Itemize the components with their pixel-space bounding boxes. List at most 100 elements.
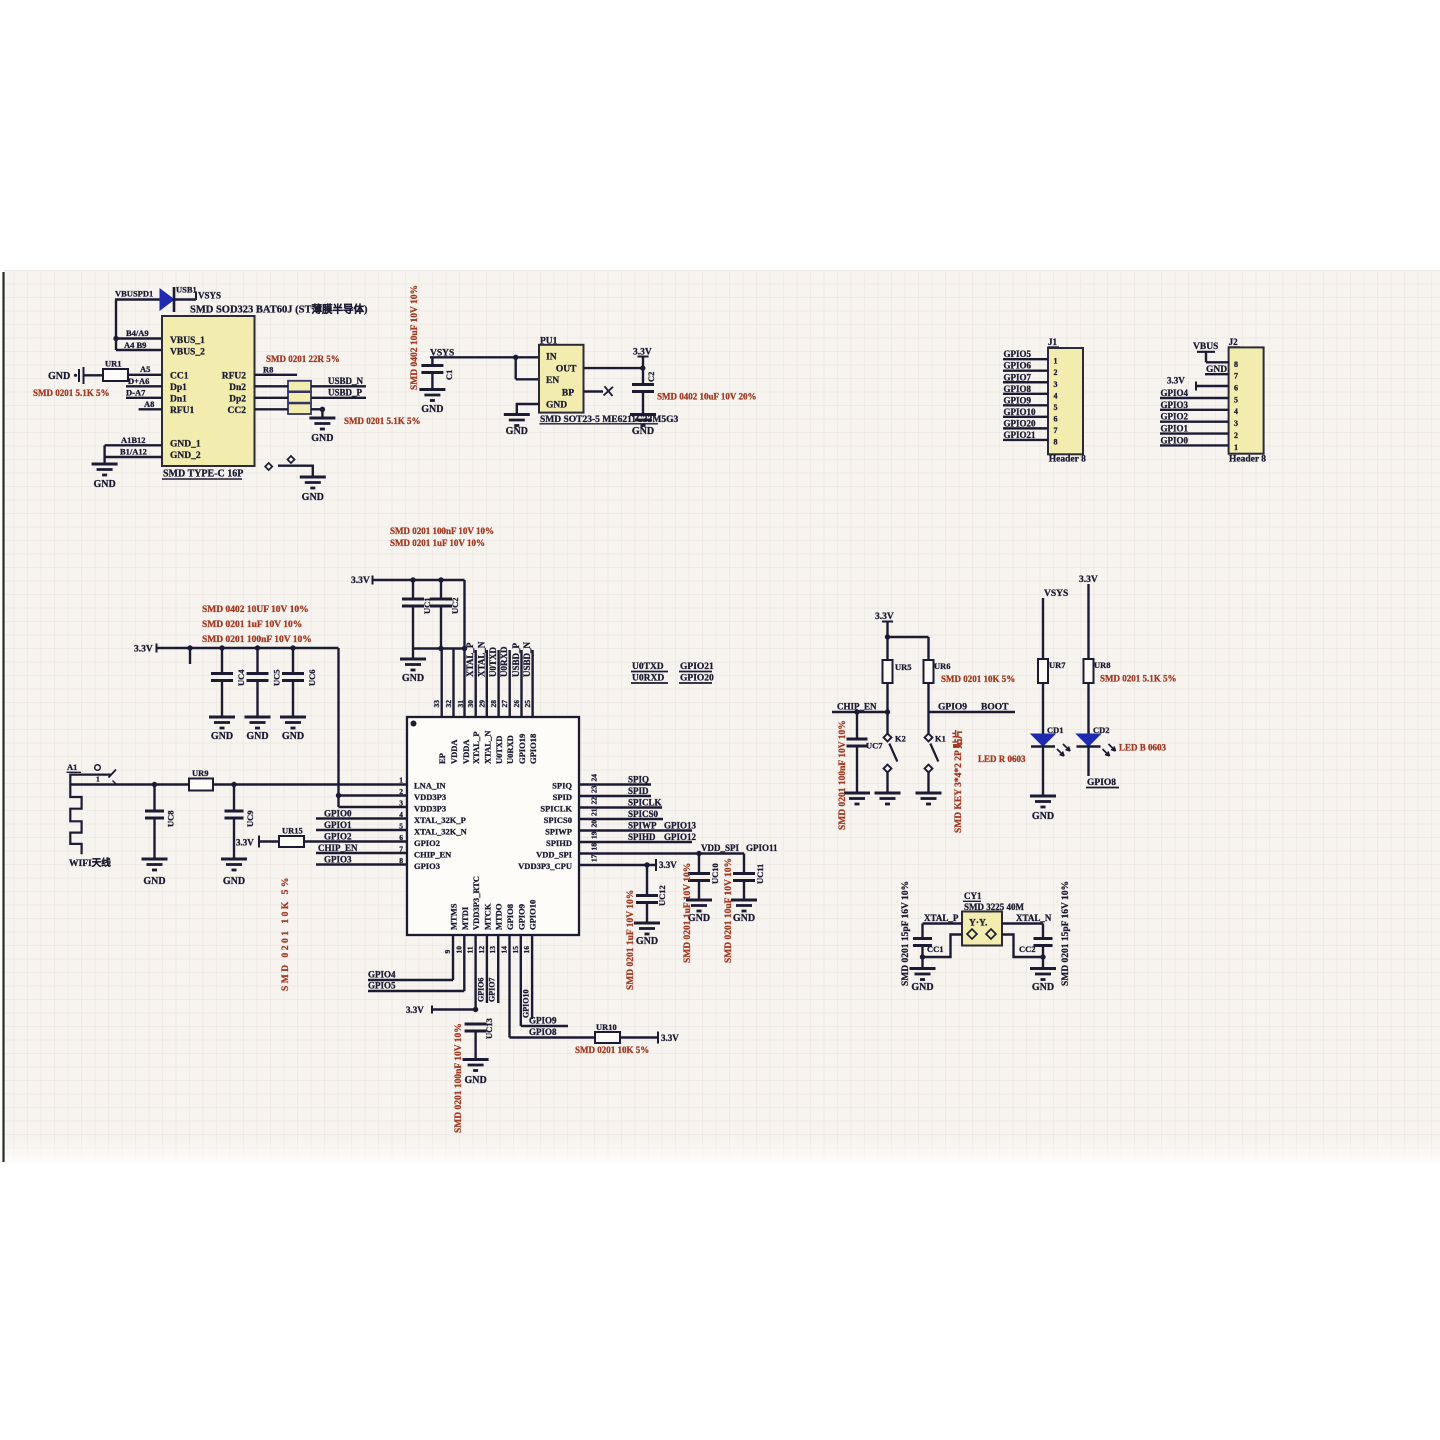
svg-text:SMD 0201 10K 5%: SMD 0201 10K 5% bbox=[281, 875, 291, 991]
svg-text:GND_1: GND_1 bbox=[170, 440, 201, 450]
svg-text:CC1: CC1 bbox=[170, 371, 189, 381]
svg-text:GND: GND bbox=[1206, 365, 1227, 375]
svg-text:GPIO8: GPIO8 bbox=[529, 1027, 557, 1037]
svg-text:15: 15 bbox=[511, 946, 520, 954]
svg-text:VBUS: VBUS bbox=[1193, 342, 1218, 352]
svg-text:GND: GND bbox=[421, 404, 443, 415]
svg-text:VDD3P3: VDD3P3 bbox=[414, 804, 446, 814]
svg-text:XTAL_N: XTAL_N bbox=[476, 641, 486, 677]
svg-text:VDDA: VDDA bbox=[461, 739, 471, 764]
svg-text:UR15: UR15 bbox=[282, 826, 303, 836]
svg-text:SMD 0201 1uF 10V 10%: SMD 0201 1uF 10V 10% bbox=[202, 620, 302, 630]
svg-text:A5: A5 bbox=[140, 364, 150, 374]
svg-text:SMD 0201 1uF 10V 10%: SMD 0201 1uF 10V 10% bbox=[390, 538, 485, 548]
svg-text:UC4: UC4 bbox=[236, 669, 246, 686]
svg-text:UC7: UC7 bbox=[866, 741, 883, 751]
svg-text:3.3V: 3.3V bbox=[875, 612, 894, 622]
svg-text:29: 29 bbox=[477, 700, 486, 708]
svg-text:8: 8 bbox=[1234, 360, 1238, 369]
svg-text:SMD 0201 100nF 10V 10%: SMD 0201 100nF 10V 10% bbox=[838, 720, 848, 830]
svg-text:SMD 0201 5.1K 5%: SMD 0201 5.1K 5% bbox=[344, 416, 421, 426]
svg-text:SMD 3225 40M: SMD 3225 40M bbox=[964, 902, 1024, 912]
svg-text:GPIO2: GPIO2 bbox=[324, 832, 352, 842]
svg-text:GPIO2: GPIO2 bbox=[1161, 412, 1189, 422]
svg-text:SMD 0201 1uF 10V 10%: SMD 0201 1uF 10V 10% bbox=[683, 863, 693, 963]
svg-text:U0RXD: U0RXD bbox=[499, 646, 509, 677]
svg-text:SPIHD: SPIHD bbox=[628, 832, 656, 842]
svg-text:4: 4 bbox=[399, 810, 403, 819]
svg-text:GPIO2: GPIO2 bbox=[414, 838, 440, 848]
svg-text:21: 21 bbox=[590, 808, 599, 816]
svg-text:GPIO10: GPIO10 bbox=[1004, 407, 1037, 417]
svg-text:GPIO11: GPIO11 bbox=[746, 843, 778, 853]
svg-text:Header 8: Header 8 bbox=[1229, 455, 1266, 465]
svg-text:GPIO10: GPIO10 bbox=[528, 900, 538, 930]
svg-text:OUT: OUT bbox=[556, 365, 577, 375]
svg-text:VDD3P3: VDD3P3 bbox=[414, 792, 446, 802]
svg-text:MTDI: MTDI bbox=[460, 906, 470, 930]
svg-text:VBUSPD1: VBUSPD1 bbox=[115, 289, 153, 299]
svg-text:GPIO4: GPIO4 bbox=[1161, 388, 1189, 398]
svg-text:16: 16 bbox=[522, 946, 531, 954]
svg-text:SMD 0201 15pF 16V 10%: SMD 0201 15pF 16V 10% bbox=[1061, 881, 1071, 986]
svg-text:SPIQ: SPIQ bbox=[552, 781, 572, 791]
svg-text:GPIO18: GPIO18 bbox=[528, 734, 538, 764]
svg-text:GND: GND bbox=[402, 673, 424, 684]
svg-text:GND: GND bbox=[1032, 811, 1054, 822]
svg-text:GPIO3: GPIO3 bbox=[324, 855, 352, 865]
svg-text:SPICS0: SPICS0 bbox=[544, 815, 572, 825]
svg-text:GPIO7: GPIO7 bbox=[488, 978, 497, 1002]
svg-text:SMD SOT23-5 ME6211C33M5G3: SMD SOT23-5 ME6211C33M5G3 bbox=[540, 415, 679, 425]
svg-text:GPIO7: GPIO7 bbox=[1004, 372, 1032, 382]
svg-text:CC1: CC1 bbox=[927, 944, 944, 954]
svg-text:GPIO3: GPIO3 bbox=[414, 861, 440, 871]
svg-text:24: 24 bbox=[590, 774, 599, 782]
svg-text:GPIO9: GPIO9 bbox=[516, 904, 526, 930]
svg-text:22: 22 bbox=[590, 797, 599, 805]
svg-text:U0RXD: U0RXD bbox=[632, 674, 664, 684]
svg-text:SMD 0201 5.1K 5%: SMD 0201 5.1K 5% bbox=[33, 388, 110, 398]
svg-text:XTAL_32K_P: XTAL_32K_P bbox=[414, 815, 466, 825]
svg-text:R8: R8 bbox=[263, 364, 273, 374]
svg-text:UC1: UC1 bbox=[422, 597, 432, 614]
svg-text:WIFI天线: WIFI天线 bbox=[69, 857, 111, 869]
svg-text:GND: GND bbox=[282, 731, 304, 742]
svg-text:UR8: UR8 bbox=[1094, 660, 1111, 670]
svg-text:VSYS: VSYS bbox=[1044, 589, 1068, 599]
svg-text:A4 B9: A4 B9 bbox=[124, 340, 146, 350]
svg-text:GPIO8: GPIO8 bbox=[1087, 778, 1116, 788]
svg-text:18: 18 bbox=[590, 843, 599, 851]
svg-text:LED B 0603: LED B 0603 bbox=[1119, 743, 1167, 753]
svg-text:23: 23 bbox=[590, 785, 599, 793]
svg-text:GND: GND bbox=[632, 426, 654, 437]
svg-text:2: 2 bbox=[1054, 368, 1058, 377]
svg-text:Dp2: Dp2 bbox=[229, 394, 246, 404]
svg-text:Y·Y.: Y·Y. bbox=[969, 919, 987, 929]
svg-text:Header 8: Header 8 bbox=[1049, 455, 1086, 465]
svg-text:UR7: UR7 bbox=[1049, 660, 1066, 670]
svg-text:19: 19 bbox=[590, 831, 599, 839]
svg-text:6: 6 bbox=[1054, 414, 1058, 423]
svg-text:U0TXD: U0TXD bbox=[632, 662, 664, 672]
svg-text:2: 2 bbox=[399, 787, 403, 796]
svg-text:GND_2: GND_2 bbox=[170, 451, 201, 461]
svg-text:SPICLK: SPICLK bbox=[628, 798, 662, 808]
svg-text:3: 3 bbox=[1054, 380, 1058, 389]
svg-text:CHIP_EN: CHIP_EN bbox=[837, 702, 877, 712]
svg-text:Dn2: Dn2 bbox=[229, 383, 246, 393]
svg-text:7: 7 bbox=[1054, 426, 1058, 435]
svg-text:USBD_P: USBD_P bbox=[328, 387, 363, 397]
svg-text:1: 1 bbox=[96, 775, 100, 784]
svg-text:1: 1 bbox=[1234, 443, 1238, 452]
svg-text:8: 8 bbox=[399, 856, 403, 865]
svg-text:VDD3P3_CPU: VDD3P3_CPU bbox=[518, 861, 572, 871]
svg-text:MTCK: MTCK bbox=[482, 903, 492, 930]
svg-text:SPIWP: SPIWP bbox=[545, 827, 572, 837]
svg-text:GPIO12: GPIO12 bbox=[664, 832, 697, 842]
svg-text:XTAL_N: XTAL_N bbox=[482, 730, 492, 764]
svg-text:UC5: UC5 bbox=[272, 669, 282, 686]
svg-text:UC13: UC13 bbox=[484, 1018, 494, 1039]
svg-text:MTDO: MTDO bbox=[494, 903, 504, 930]
svg-text:D-A7: D-A7 bbox=[126, 387, 146, 397]
svg-text:GND: GND bbox=[302, 492, 324, 503]
